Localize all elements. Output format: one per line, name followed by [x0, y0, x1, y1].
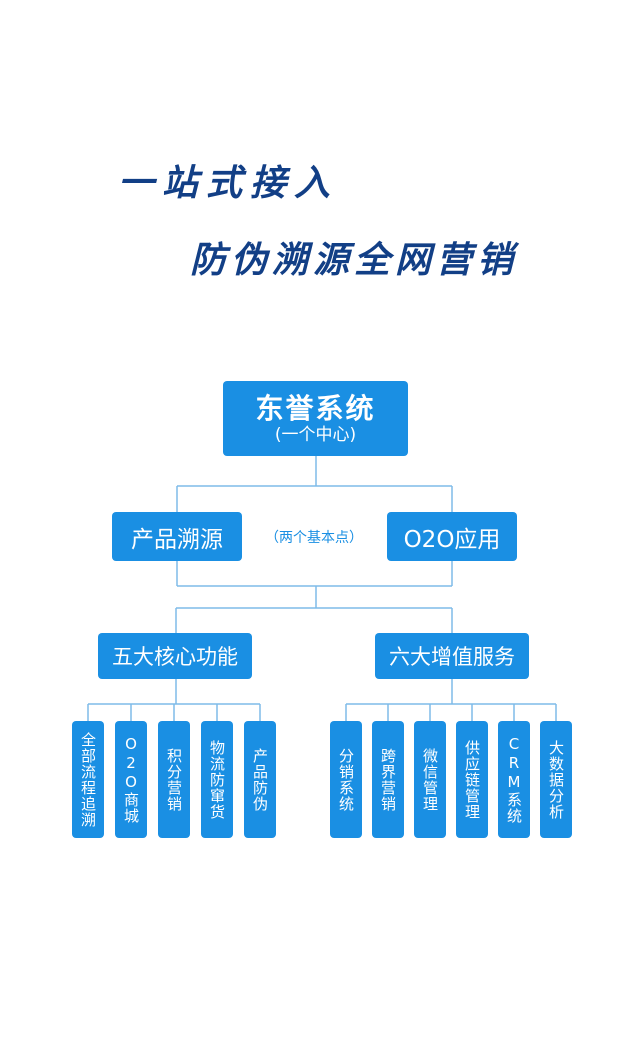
leaf-node: 分销系统 [330, 721, 362, 838]
root-subtitle: (一个中心) [274, 425, 357, 446]
leaf-node: 供应链管理 [456, 721, 488, 838]
leaf-label: 微信管理 [421, 747, 439, 812]
basic-node-label: O2O应用 [403, 526, 501, 553]
group-node-core-functions: 五大核心功能 [98, 633, 252, 679]
headline-line-1: 一站式接入 [118, 162, 339, 204]
group-node-label: 五大核心功能 [112, 645, 238, 669]
leaf-node: O2O商城 [115, 721, 147, 838]
basic-points-note: （两个基本点） [265, 530, 363, 546]
basic-node-label: 产品溯源 [131, 526, 223, 553]
leaf-node: 产品防伪 [244, 721, 276, 838]
leaf-node: 物流防窜货 [201, 721, 233, 838]
leaf-label: 产品防伪 [251, 747, 269, 812]
leaf-node: 全部流程追溯 [72, 721, 104, 838]
leaf-node: 大数据分析 [540, 721, 572, 838]
group-node-value-services: 六大增值服务 [375, 633, 529, 679]
group-node-label: 六大增值服务 [389, 645, 515, 669]
headline-line-2: 防伪溯源全网营销 [190, 239, 519, 281]
root-node: 东誉系统 (一个中心) [223, 381, 408, 456]
leaf-node: 跨界营销 [372, 721, 404, 838]
leaf-node: 积分营销 [158, 721, 190, 838]
leaf-label: 跨界营销 [379, 747, 397, 812]
leaf-label: 物流防窜货 [208, 739, 226, 820]
leaf-label: 供应链管理 [463, 739, 481, 820]
leaf-node: CRM系统 [498, 721, 530, 838]
leaf-label: 分销系统 [337, 747, 355, 812]
leaf-label: CRM系统 [505, 735, 523, 824]
leaf-label: 全部流程追溯 [79, 731, 97, 828]
leaf-node: 微信管理 [414, 721, 446, 838]
leaf-label: 积分营销 [165, 747, 183, 812]
root-title: 东誉系统 [255, 391, 376, 425]
leaf-label: 大数据分析 [547, 739, 565, 820]
basic-node-traceability: 产品溯源 [112, 512, 242, 561]
leaf-label: O2O商城 [122, 735, 140, 824]
basic-node-o2o: O2O应用 [387, 512, 517, 561]
